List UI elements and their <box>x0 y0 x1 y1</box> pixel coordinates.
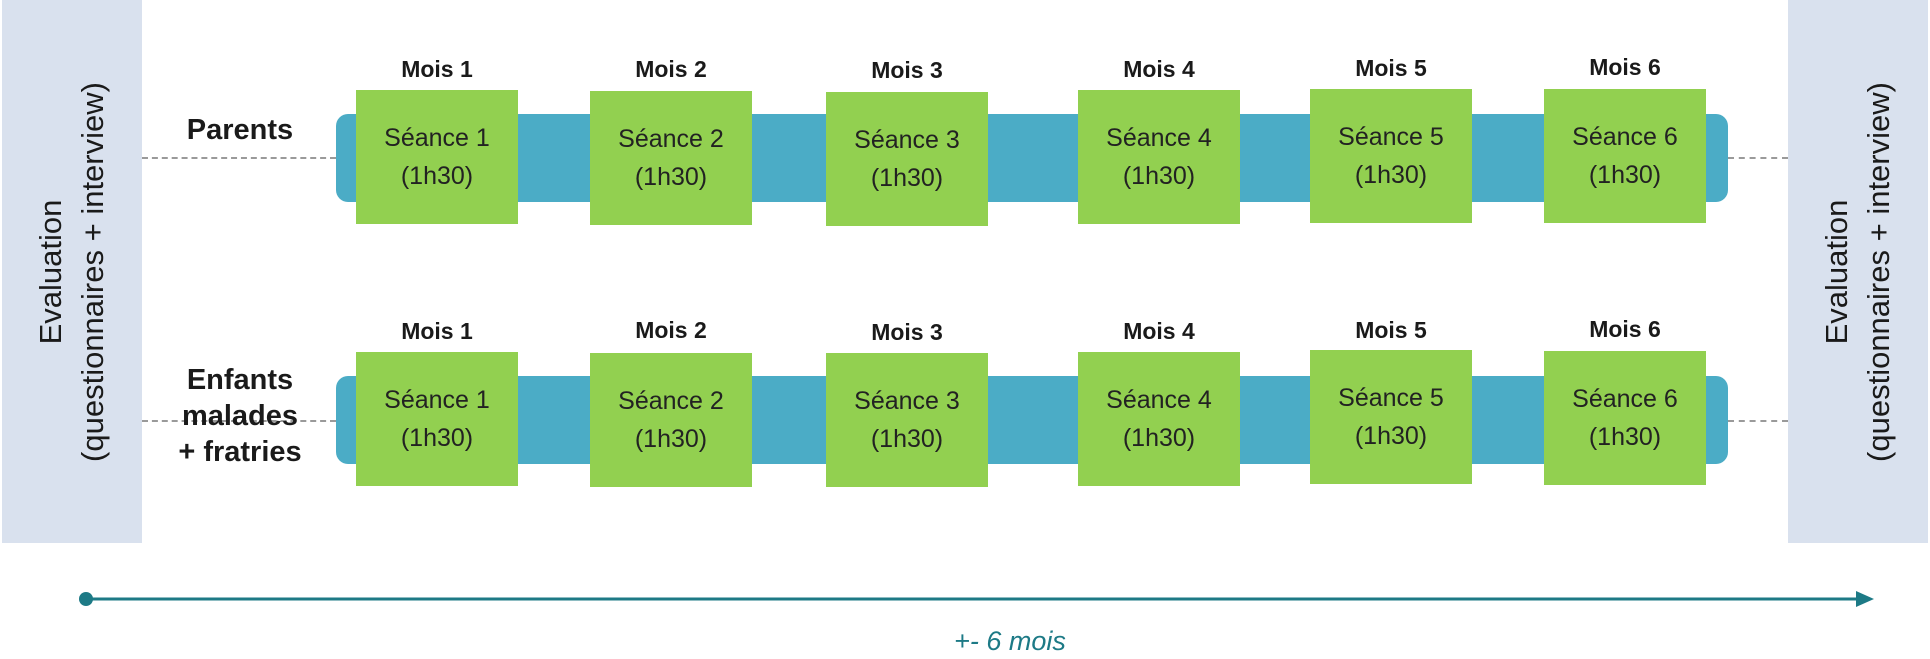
session-name: Séance 5 <box>1338 123 1444 151</box>
session-name: Séance 4 <box>1106 124 1212 152</box>
session-name: Séance 2 <box>618 125 724 153</box>
dashed-connector-right <box>1728 157 1788 159</box>
session-name: Séance 2 <box>618 387 724 415</box>
month-label: Mois 1 <box>401 56 473 82</box>
row-label-children: Enfants malades + fratries <box>178 364 302 468</box>
month-label: Mois 1 <box>401 318 473 344</box>
session-box: Séance 3 (1h30) <box>826 92 988 226</box>
timeline-duration-label: +- 6 mois <box>954 626 1066 656</box>
row-label-parents: Parents <box>186 114 294 146</box>
session-name: Séance 1 <box>384 124 490 152</box>
session-box: Séance 2 (1h30) <box>590 91 752 225</box>
session-box: Séance 6 (1h30) <box>1544 89 1706 223</box>
timeline-arrowhead-icon <box>1856 591 1874 607</box>
month-label: Mois 6 <box>1589 316 1661 342</box>
session-box: Séance 1 (1h30) <box>356 352 518 486</box>
session-box: Séance 3 (1h30) <box>826 353 988 487</box>
month-label: Mois 6 <box>1589 54 1661 80</box>
timeline-start-dot <box>79 592 93 606</box>
session-box: Séance 5 (1h30) <box>1310 350 1472 484</box>
month-label: Mois 5 <box>1355 317 1427 343</box>
session-duration: (1h30) <box>1588 161 1662 189</box>
session-box: Séance 1 (1h30) <box>356 90 518 224</box>
evaluation-panel-left: Evaluation (questionnaires + interview) <box>2 0 142 543</box>
session-box: Séance 4 (1h30) <box>1078 352 1240 486</box>
row-band-parents <box>336 114 1728 202</box>
month-label: Mois 3 <box>871 319 943 345</box>
month-label: Mois 5 <box>1355 55 1427 81</box>
month-label: Mois 4 <box>1123 56 1195 82</box>
session-duration: (1h30) <box>870 164 944 192</box>
row-band-children <box>336 376 1728 464</box>
session-box: Séance 6 (1h30) <box>1544 351 1706 485</box>
session-name: Séance 4 <box>1106 386 1212 414</box>
session-duration: (1h30) <box>400 162 474 190</box>
session-name: Séance 6 <box>1572 385 1678 413</box>
session-duration: (1h30) <box>870 425 944 453</box>
month-label: Mois 3 <box>871 57 943 83</box>
month-label: Mois 2 <box>635 317 707 343</box>
dashed-connector-left <box>142 157 336 159</box>
session-name: Séance 3 <box>854 126 960 154</box>
session-box: Séance 5 (1h30) <box>1310 89 1472 223</box>
month-label: Mois 2 <box>635 56 707 82</box>
session-name: Séance 1 <box>384 386 490 414</box>
session-box: Séance 4 (1h30) <box>1078 90 1240 224</box>
session-duration: (1h30) <box>1588 423 1662 451</box>
session-name: Séance 6 <box>1572 123 1678 151</box>
session-duration: (1h30) <box>634 425 708 453</box>
session-duration: (1h30) <box>400 424 474 452</box>
session-name: Séance 3 <box>854 387 960 415</box>
session-box: Séance 2 (1h30) <box>590 353 752 487</box>
evaluation-panel-right: Evaluation (questionnaires + interview) <box>1788 0 1928 543</box>
session-duration: (1h30) <box>634 163 708 191</box>
session-duration: (1h30) <box>1354 161 1428 189</box>
session-duration: (1h30) <box>1122 162 1196 190</box>
session-name: Séance 5 <box>1338 384 1444 412</box>
month-label: Mois 4 <box>1123 318 1195 344</box>
dashed-connector-left <box>142 420 336 422</box>
dashed-connector-right <box>1728 420 1788 422</box>
session-duration: (1h30) <box>1122 424 1196 452</box>
session-duration: (1h30) <box>1354 422 1428 450</box>
